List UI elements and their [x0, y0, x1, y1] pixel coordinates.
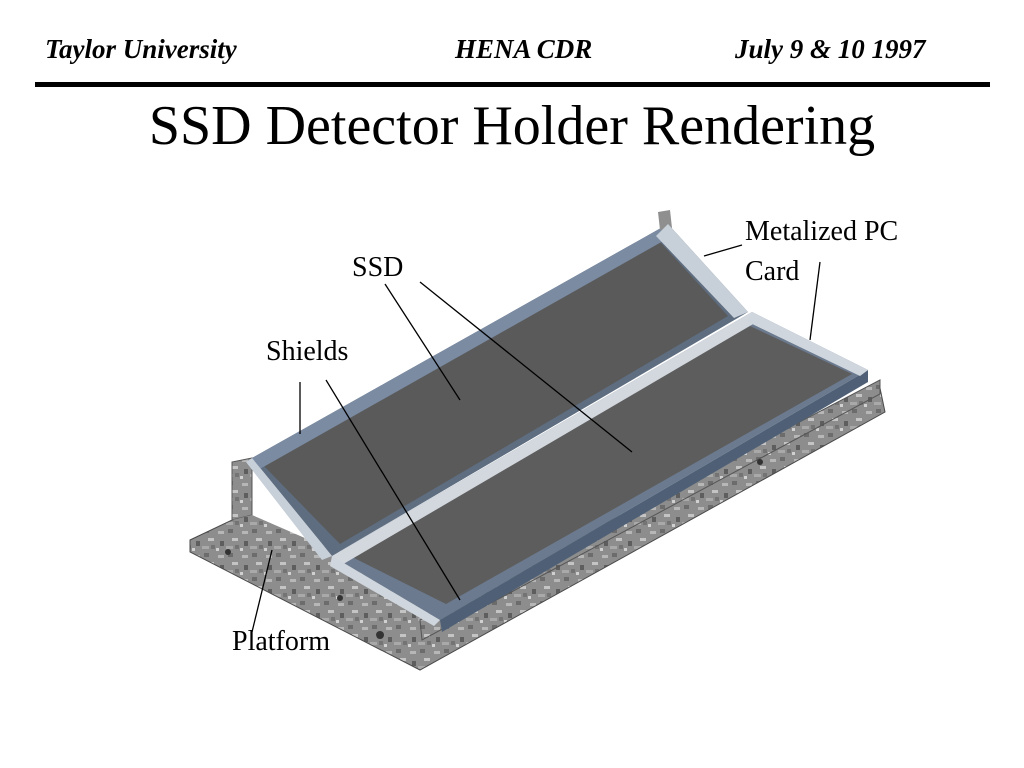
ssd-panel-lower	[330, 312, 868, 632]
leader-ssd-lower	[419, 281, 633, 453]
leader-metalized-lower	[809, 261, 821, 341]
leader-ssd-upper	[384, 283, 461, 401]
leader-shields-front	[325, 379, 461, 601]
label-shields: Shields	[266, 336, 349, 367]
leader-lines	[251, 244, 821, 633]
slide-title: SSD Detector Holder Rendering	[148, 95, 876, 157]
header-divider	[35, 82, 990, 87]
header-right: July 9 & 10 1997	[735, 34, 926, 64]
header-center: HENA CDR	[455, 34, 593, 64]
label-metalized-pc: Metalized PC	[745, 216, 899, 247]
leader-metalized-upper	[703, 244, 743, 257]
header-left: Taylor University	[45, 34, 237, 64]
label-platform: Platform	[232, 626, 330, 657]
leader-platform	[251, 549, 273, 633]
label-ssd: SSD	[352, 252, 404, 283]
label-card: Card	[745, 256, 800, 287]
